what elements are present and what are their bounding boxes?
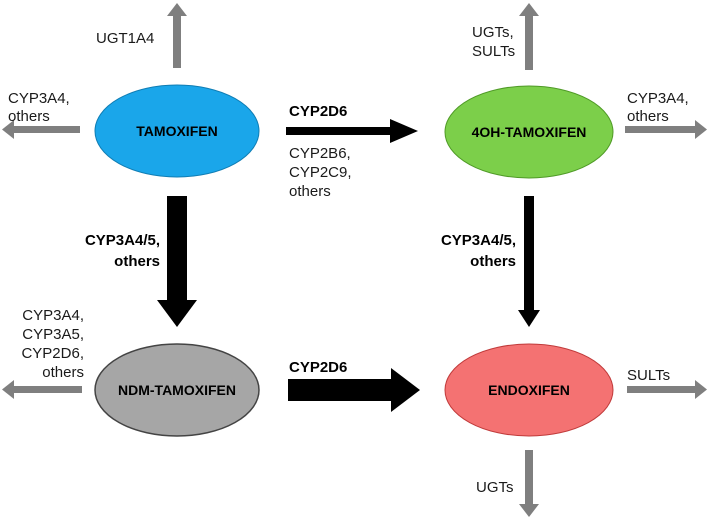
side-arrow-endoxifen-down (519, 450, 539, 517)
tam-left-label-1: CYP3A4, (8, 90, 70, 107)
edge-tam-to-ndm-label-1: CYP3A4/5, (85, 232, 160, 249)
node-4oh-tamoxifen: 4OH-TAMOXIFEN (444, 85, 614, 179)
node-4oh-tamoxifen-label: 4OH-TAMOXIFEN (472, 124, 587, 140)
ndm-left-label-4: others (42, 364, 84, 381)
node-ndm-tamoxifen-shape (94, 343, 260, 437)
side-arrow-endoxifen-right (627, 380, 707, 399)
oh-up-label-2: SULTs (472, 43, 515, 60)
side-arrow-oh-right (625, 120, 707, 139)
node-tamoxifen-shape (94, 84, 260, 178)
oh-right-label-1: CYP3A4, (627, 90, 689, 107)
edge-tam-to-oh-minor-3: others (289, 183, 331, 200)
node-tamoxifen-label: TAMOXIFEN (136, 123, 217, 139)
node-ndm-tamoxifen: NDM-TAMOXIFEN (94, 343, 260, 437)
arrow-tamoxifen-to-ndm (157, 196, 197, 327)
node-tamoxifen: TAMOXIFEN (94, 84, 260, 178)
edge-oh-to-endox-label-2: others (470, 253, 516, 270)
arrow-4oh-to-endoxifen (518, 196, 540, 327)
node-ndm-tamoxifen-label: NDM-TAMOXIFEN (118, 382, 236, 398)
edge-tam-to-oh-major-label: CYP2D6 (289, 103, 347, 120)
side-arrow-ndm-left (2, 380, 82, 399)
side-arrow-oh-up (519, 3, 539, 70)
ndm-left-label-1: CYP3A4, (22, 307, 84, 324)
arrow-tamoxifen-to-4oh (286, 119, 418, 143)
oh-right-label-2: others (627, 108, 669, 125)
tam-left-label-2: others (8, 108, 50, 125)
endox-right-label: SULTs (627, 367, 670, 384)
oh-up-label-1: UGTs, (472, 24, 514, 41)
edge-oh-to-endox-label-1: CYP3A4/5, (441, 232, 516, 249)
side-arrow-tamoxifen-left (2, 120, 80, 139)
edge-tam-to-ndm-label-2: others (114, 253, 160, 270)
tam-up-label: UGT1A4 (96, 30, 154, 47)
node-endoxifen-label: ENDOXIFEN (488, 382, 570, 398)
arrow-ndm-to-endoxifen (288, 368, 420, 412)
edge-ndm-to-endox-label: CYP2D6 (289, 359, 347, 376)
ndm-left-label-2: CYP3A5, (22, 326, 84, 343)
side-arrow-tamoxifen-up (167, 3, 187, 68)
endox-down-label: UGTs (476, 479, 514, 496)
edge-tam-to-oh-minor-2: CYP2C9, (289, 164, 352, 181)
edge-tam-to-oh-minor-1: CYP2B6, (289, 145, 351, 162)
ndm-left-label-3: CYP2D6, (21, 345, 84, 362)
node-endoxifen-shape (444, 343, 614, 437)
node-endoxifen: ENDOXIFEN (444, 343, 614, 437)
node-4oh-tamoxifen-shape (444, 85, 614, 179)
